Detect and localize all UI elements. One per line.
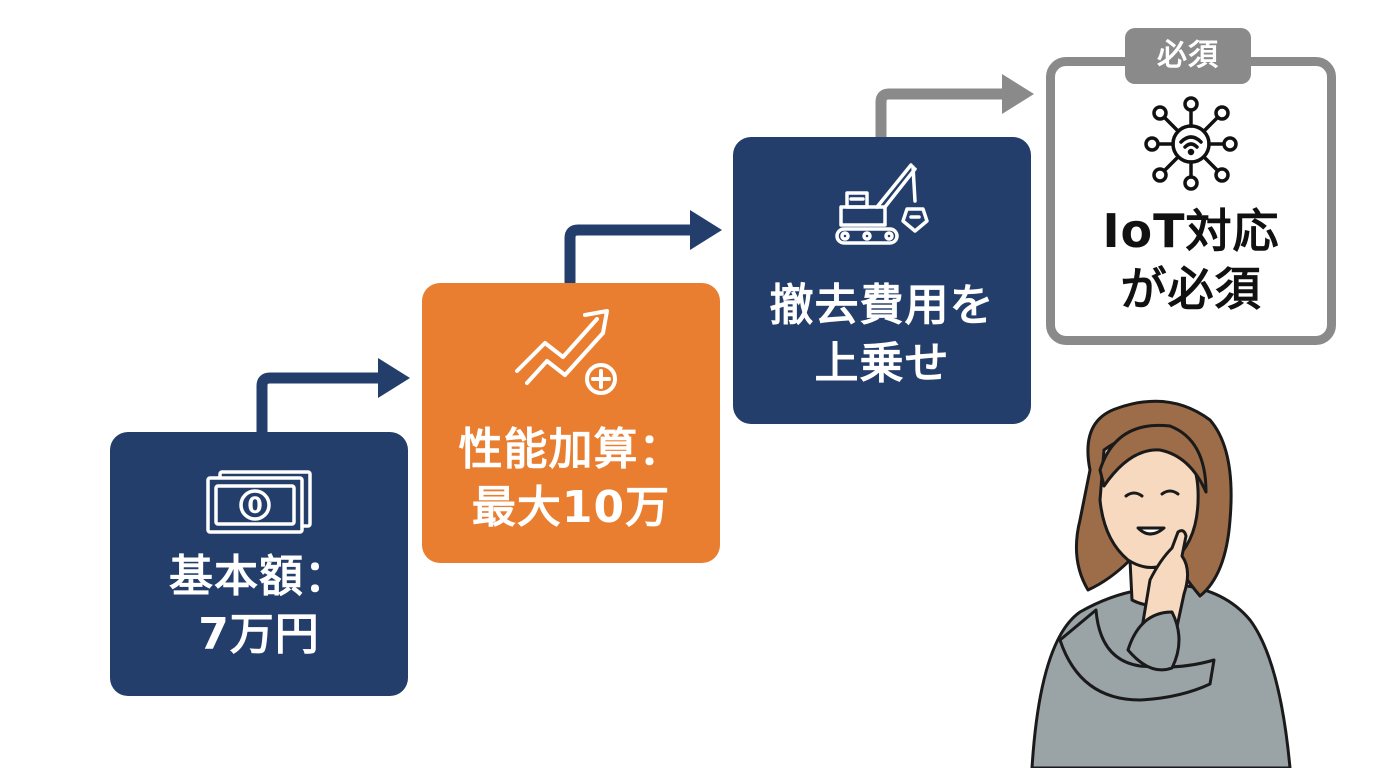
step-base-line2: 7万円 — [198, 609, 320, 660]
step-removal-cost: 撤去費用を 上乗せ — [733, 137, 1031, 424]
step-removal-line1: 撤去費用を — [769, 280, 995, 331]
step-iot-line2: が必須 — [1120, 262, 1262, 316]
banknote-icon: 0 — [206, 470, 312, 534]
trend-up-plus-icon — [515, 309, 617, 395]
step-base-line1: 基本額： — [169, 551, 349, 602]
step-performance-bonus: 性能加算： 最大10万 — [422, 283, 720, 563]
step-performance-line2: 最大10万 — [471, 482, 671, 533]
step-removal-line2: 上乗せ — [814, 338, 950, 389]
arrow-performance-to-removal — [564, 210, 722, 284]
svg-text:0: 0 — [247, 494, 262, 519]
arrow-base-to-performance — [256, 358, 410, 433]
step-iot-required: IoT対応 が必須 — [1046, 57, 1336, 345]
step-base-amount: 0 基本額： 7万円 — [110, 432, 408, 696]
arrow-removal-to-iot — [875, 74, 1034, 138]
iot-network-icon — [1144, 96, 1238, 191]
excavator-icon — [835, 163, 929, 245]
step-iot-line1: IoT対応 — [1102, 204, 1280, 258]
step-performance-line1: 性能加算： — [458, 424, 684, 475]
required-badge: 必須 — [1125, 28, 1251, 84]
